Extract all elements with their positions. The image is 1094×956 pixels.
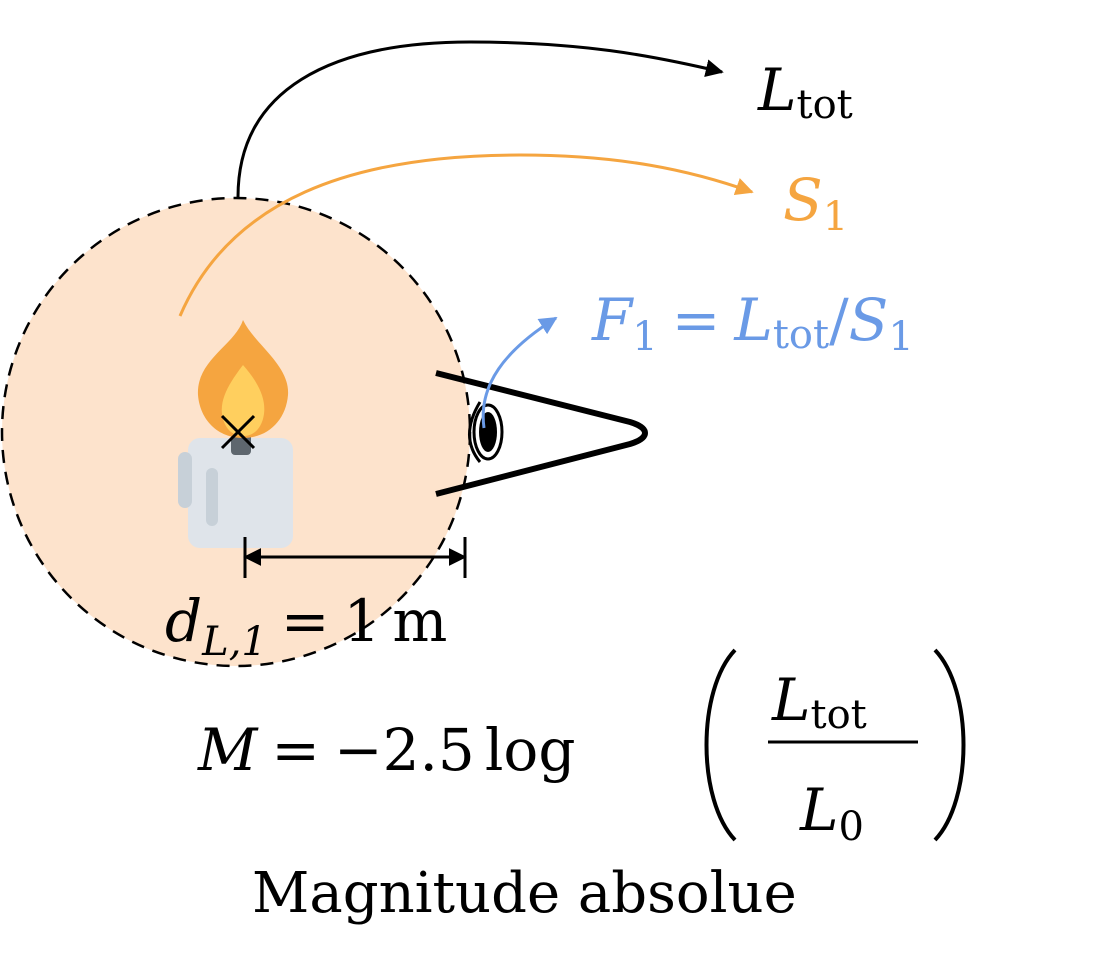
svg-text:Ltot: Ltot	[771, 666, 867, 738]
caption: Magnitude absolue	[252, 861, 797, 926]
source-center-marker	[220, 414, 256, 450]
luminosity-arrow	[236, 40, 724, 198]
distance-dimension	[243, 537, 467, 578]
flux-label: F1=Ltot/S1	[591, 286, 914, 360]
candle-icon	[178, 320, 293, 548]
luminosity-label: Ltot	[757, 56, 853, 128]
eye-icon	[435, 370, 648, 497]
svg-text:L0: L0	[799, 776, 864, 850]
surface-label: S1	[783, 166, 848, 240]
flux-arrow	[481, 316, 558, 429]
surface-arrow	[178, 153, 754, 317]
